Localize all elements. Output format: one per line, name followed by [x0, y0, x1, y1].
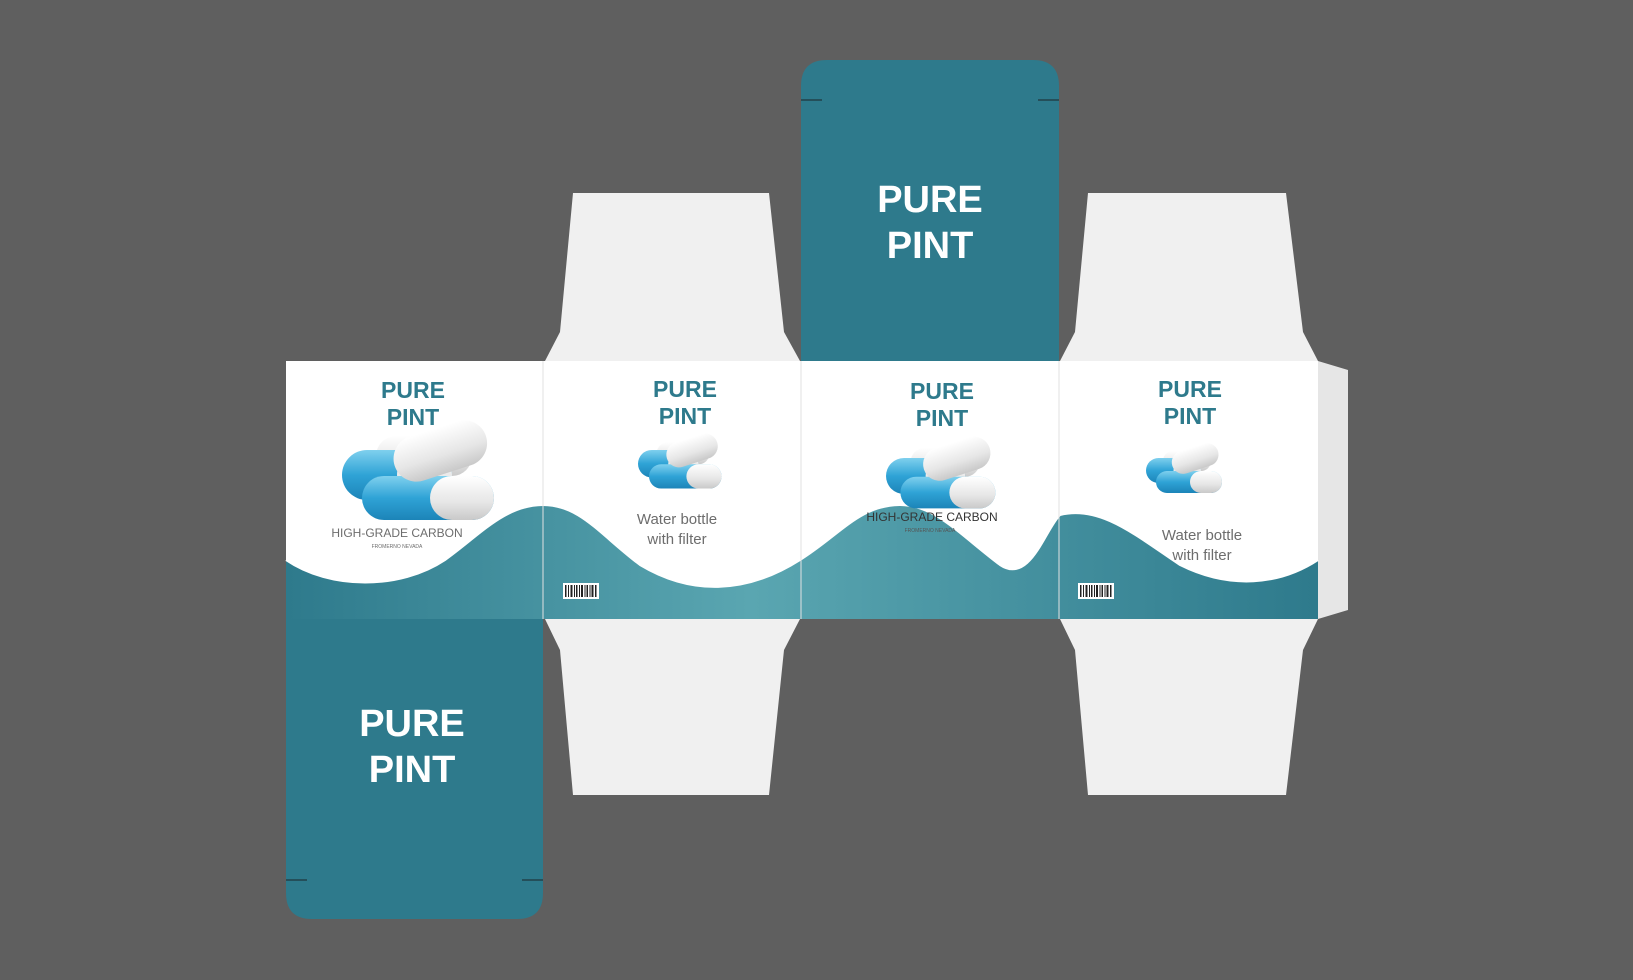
- top-lid-title-line1: PURE: [877, 179, 983, 221]
- dust-flap-bottom-right: [1060, 619, 1318, 795]
- dust-flap-top-left: [545, 193, 800, 361]
- panel-front-1: PURE PINT HIGH-GRADE CARBON FROMERNO NEV…: [331, 377, 494, 550]
- bottom-lid-title-line1: PURE: [359, 703, 465, 745]
- dust-flap-top-right: [1060, 193, 1318, 361]
- panel-front-2: PURE PINT HIGH-GRADE CARBON FROMERNO NEV…: [866, 378, 997, 534]
- panel-side-1: PURE PINT Water bottle with filter: [563, 376, 722, 599]
- panel-caption-line1: Water bottle: [637, 511, 717, 528]
- panel-title-line2: PINT: [387, 404, 439, 430]
- panel-label: HIGH-GRADE CARBON: [866, 510, 997, 524]
- panel-title-line1: PURE: [653, 376, 717, 402]
- panel-title-line1: PURE: [381, 377, 445, 403]
- bottom-lid-title-line2: PINT: [369, 749, 456, 791]
- panel-title-line1: PURE: [910, 378, 974, 404]
- panel-title-line2: PINT: [916, 405, 968, 431]
- wave-line: [285, 503, 1319, 588]
- panel-side-2: PURE PINT Water bottle with filter: [1078, 376, 1242, 599]
- panel-caption-line2: with filter: [1171, 547, 1231, 564]
- panel-sublabel: FROMERNO NEVADA: [905, 528, 956, 534]
- panel-caption-line1: Water bottle: [1162, 527, 1242, 544]
- barcode-icon: [563, 583, 599, 599]
- bottom-lid-flap: [286, 619, 543, 919]
- top-lid-flap: [801, 60, 1059, 361]
- panel-label: HIGH-GRADE CARBON: [331, 526, 462, 540]
- top-lid-title-line2: PINT: [887, 225, 974, 267]
- panel-title-line1: PURE: [1158, 376, 1222, 402]
- panel-sublabel: FROMERNO NEVADA: [372, 544, 423, 550]
- panel-title-line2: PINT: [659, 403, 711, 429]
- wave-band: [286, 505, 1318, 619]
- panel-title-line2: PINT: [1164, 403, 1216, 429]
- panel-caption-line2: with filter: [646, 531, 706, 548]
- glue-tab: [1318, 361, 1348, 619]
- dust-flap-bottom-left: [545, 619, 800, 795]
- barcode-icon: [1078, 583, 1114, 599]
